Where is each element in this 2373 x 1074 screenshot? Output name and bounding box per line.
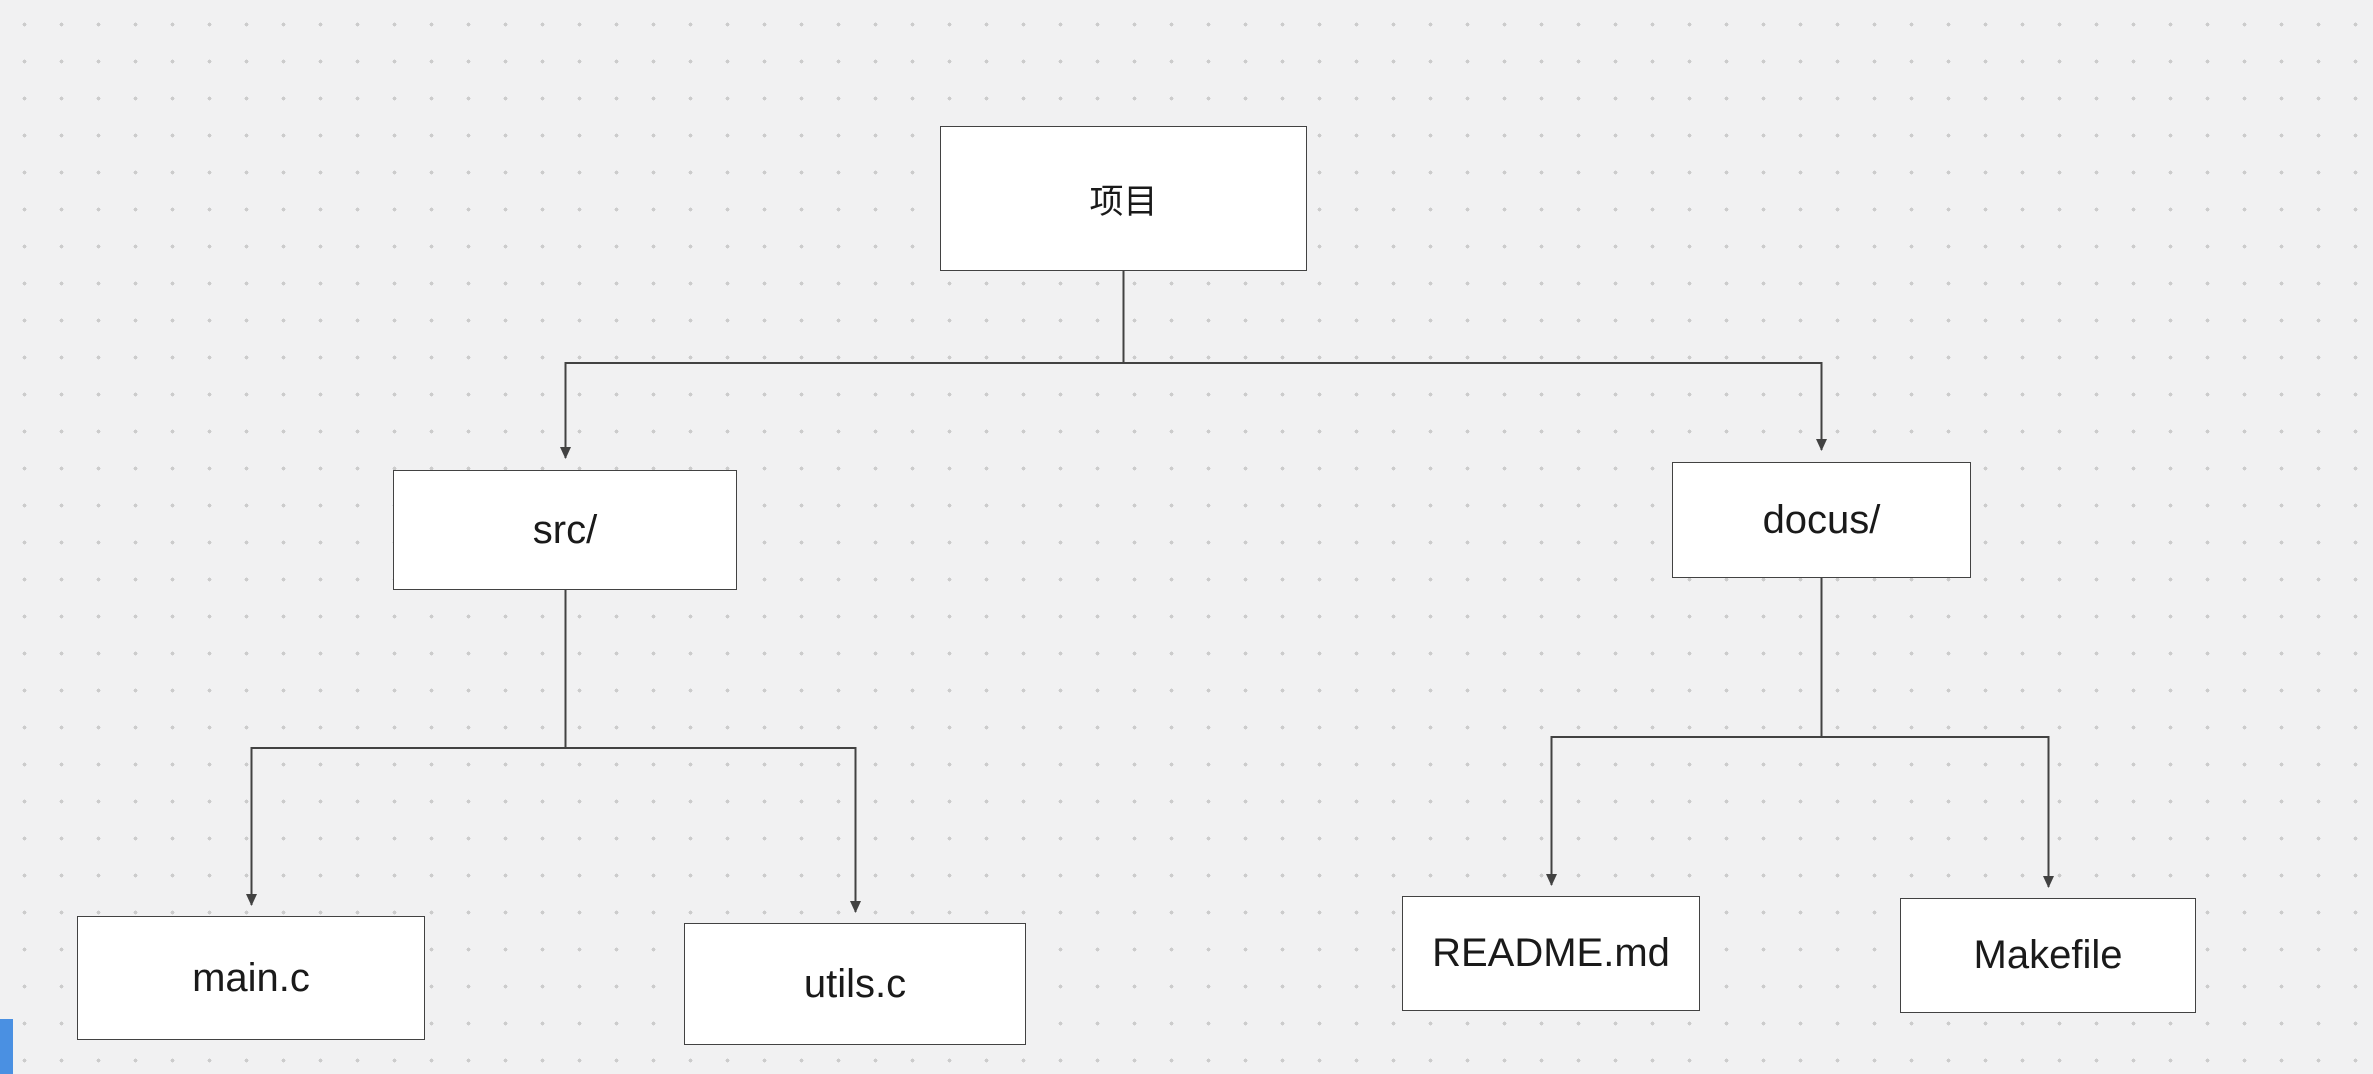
edge-src-main — [246, 590, 567, 906]
node-makefile-label: Makefile — [1973, 933, 2123, 977]
node-project-label: 项目 — [1089, 183, 1158, 221]
edge-src-utils — [565, 747, 861, 913]
edge-docs-makefile — [1821, 736, 2054, 888]
node-makefile[interactable]: Makefile — [1900, 898, 2196, 1013]
node-src[interactable]: src/ — [393, 470, 737, 590]
node-utils-c-label: utils.c — [803, 961, 907, 1006]
node-project[interactable]: 项目 — [940, 126, 1307, 271]
node-docs-label: docus/ — [1762, 497, 1881, 542]
edge-project-docs — [1123, 362, 1827, 451]
node-main-c[interactable]: main.c — [77, 916, 425, 1040]
node-utils-c[interactable]: utils.c — [684, 923, 1026, 1045]
node-main-c-label: main.c — [192, 955, 310, 1000]
edge-project-src — [560, 271, 1125, 459]
node-readme-label: README.md — [1432, 931, 1670, 975]
edge-docs-readme — [1546, 578, 1823, 886]
node-readme[interactable]: README.md — [1402, 896, 1700, 1011]
node-src-label: src/ — [532, 507, 598, 552]
canvas-edge-accent — [0, 1019, 13, 1074]
node-docs[interactable]: docus/ — [1672, 462, 1971, 578]
